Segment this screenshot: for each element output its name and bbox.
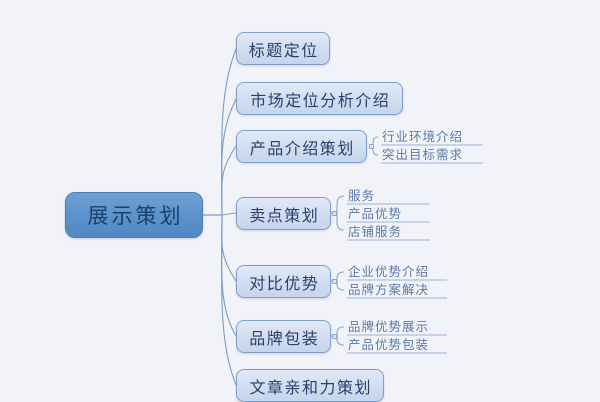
mindmap-leaf-node[interactable]: 行业环境介绍 xyxy=(381,129,463,145)
mindmap-leaf-node[interactable]: 企业优势介绍 xyxy=(347,264,429,280)
mindmap-leaf-node[interactable]: 服务 xyxy=(347,188,375,204)
mindmap-leaf-node[interactable]: 品牌优势展示 xyxy=(347,319,429,335)
mindmap-root-node[interactable]: 展示策划 xyxy=(65,192,203,238)
mindmap-leaf-label: 品牌方案解决 xyxy=(348,282,430,297)
branch-collapse-toggle-5[interactable] xyxy=(332,279,337,284)
mindmap-leaf-label: 产品优势包装 xyxy=(348,337,430,352)
mindmap-branch-label: 市场定位分析介绍 xyxy=(250,90,391,110)
mindmap-branch-label: 产品介绍策划 xyxy=(249,138,355,158)
mindmap-leaf-node[interactable]: 产品优势 xyxy=(347,206,402,222)
mindmap-branch-label: 品牌包装 xyxy=(249,328,320,348)
mindmap-leaf-node[interactable]: 店铺服务 xyxy=(347,224,402,240)
mindmap-branch-node-2[interactable]: 市场定位分析介绍 xyxy=(236,82,403,115)
mindmap-branch-label: 卖点策划 xyxy=(249,205,320,225)
mindmap-branch-label: 对比优势 xyxy=(249,273,320,293)
mindmap-branch-node-6[interactable]: 品牌包装 xyxy=(236,320,331,353)
mindmap-branch-label: 标题定位 xyxy=(248,40,319,60)
mindmap-leaf-label: 品牌优势展示 xyxy=(348,319,430,334)
mindmap-root-label: 展示策划 xyxy=(87,204,184,228)
mindmap-branch-node-3[interactable]: 产品介绍策划 xyxy=(236,130,367,163)
mindmap-leaf-node[interactable]: 产品优势包装 xyxy=(347,337,429,353)
mindmap-branch-label: 文章亲和力策划 xyxy=(249,377,372,397)
mindmap-branch-node-5[interactable]: 对比优势 xyxy=(236,265,331,298)
mindmap-leaf-node[interactable]: 品牌方案解决 xyxy=(347,282,429,298)
mindmap-leaf-label: 行业环境介绍 xyxy=(382,129,464,144)
mindmap-leaf-label: 突出目标需求 xyxy=(382,147,464,162)
mindmap-branch-node-4[interactable]: 卖点策划 xyxy=(236,197,331,230)
mindmap-leaf-label: 服务 xyxy=(348,188,376,203)
mindmap-leaf-label: 企业优势介绍 xyxy=(348,264,430,279)
mindmap-leaf-label: 店铺服务 xyxy=(348,224,403,239)
branch-collapse-toggle-4[interactable] xyxy=(332,211,337,216)
mindmap-leaf-label: 产品优势 xyxy=(348,206,403,221)
mindmap-branch-node-1[interactable]: 标题定位 xyxy=(236,32,330,65)
branch-collapse-toggle-6[interactable] xyxy=(332,334,337,339)
mindmap-branch-node-7[interactable]: 文章亲和力策划 xyxy=(236,369,384,402)
branch-collapse-toggle-3[interactable] xyxy=(369,144,374,149)
mindmap-leaf-node[interactable]: 突出目标需求 xyxy=(381,147,463,163)
